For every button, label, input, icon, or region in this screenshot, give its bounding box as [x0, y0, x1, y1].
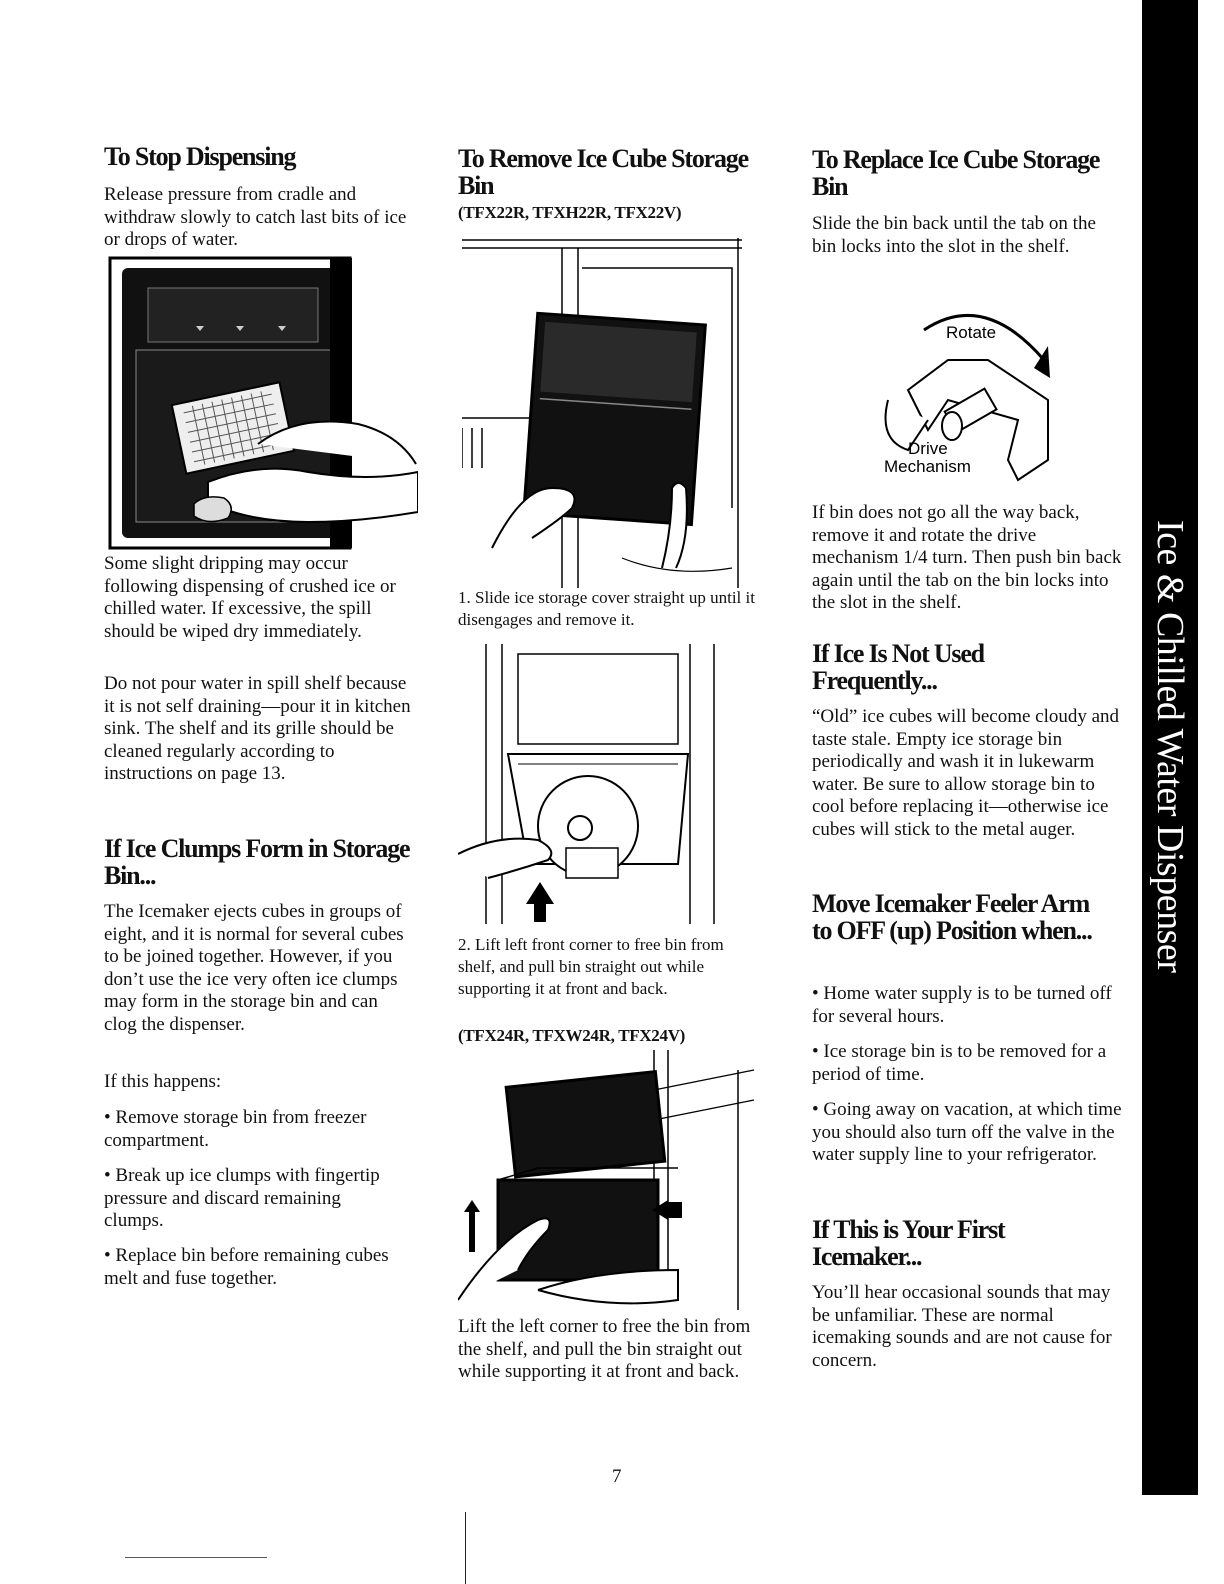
sidebar-band	[1142, 0, 1198, 1495]
dispenser-illustration	[108, 256, 418, 550]
first-icemaker-heading: If This is Your First Icemaker...	[812, 1215, 1006, 1271]
step-1-text: 1. Slide ice storage cover straight up u…	[458, 588, 755, 629]
models-b-label: (TFX24R, TFXW24R, TFX24V)	[458, 1026, 686, 1045]
bullet-water-supply: • Home water supply is to be turned off …	[812, 983, 1112, 1027]
rotate-label: Rotate	[946, 323, 996, 342]
sidebar-label: Ice & Chilled Water Dispenser	[1149, 520, 1191, 973]
bullet-remove-bin: • Remove storage bin from freezer compar…	[104, 1107, 367, 1151]
not-used-heading: If Ice Is Not Used Frequently...	[812, 639, 985, 695]
replace-bin-heading: To Replace Ice Cube Storage Bin	[812, 145, 1100, 201]
lift-corner-illustration	[458, 1050, 755, 1310]
if-bin-text: If bin does not go all the way back, rem…	[812, 502, 1122, 613]
spill-shelf-text: Do not pour water in spill shelf because…	[104, 673, 411, 784]
slide-cover-illustration	[462, 238, 742, 588]
dripping-text: Some slight dripping may occur following…	[104, 553, 396, 642]
not-used-text: “Old” ice cubes will become cloudy and t…	[812, 706, 1120, 840]
ice-clumps-text: The Icemaker ejects cubes in groups of e…	[104, 901, 404, 1035]
footer-rule	[125, 1557, 267, 1558]
first-icemaker-text: You’ll hear occasional sounds that may b…	[812, 1282, 1112, 1371]
if-this-happens-text: If this happens:	[104, 1071, 222, 1092]
remove-bin-heading: To Remove Ice Cube Storage Bin	[458, 144, 749, 200]
ice-clumps-heading: If Ice Clumps Form in Storage Bin...	[104, 834, 411, 890]
feeler-arm-heading: Move Icemaker Feeler Arm to OFF (up) Pos…	[812, 889, 1093, 945]
lift-corner-text: Lift the left corner to free the bin fro…	[458, 1316, 751, 1382]
drive-mechanism-illustration: Rotate Drive Mechanism	[884, 314, 1050, 482]
bullet-replace-bin: • Replace bin before remaining cubes mel…	[104, 1245, 389, 1289]
models-a-label: (TFX22R, TFXH22R, TFX22V)	[458, 203, 682, 222]
drive-label: Drive	[908, 439, 948, 458]
replace-bin-text: Slide the bin back until the tab on the …	[812, 213, 1096, 257]
bullet-break-clumps: • Break up ice clumps with fingertip pre…	[104, 1165, 380, 1231]
step-2-text: 2. Lift left front corner to free bin fr…	[458, 935, 724, 998]
bullet-bin-removed: • Ice storage bin is to be removed for a…	[812, 1041, 1107, 1085]
lift-bin-illustration	[458, 644, 715, 924]
mechanism-label: Mechanism	[884, 457, 971, 476]
stop-dispensing-heading: To Stop Dispensing	[104, 142, 297, 171]
bullet-vacation: • Going away on vacation, at which time …	[812, 1099, 1122, 1165]
footer-vertical-rule	[465, 1512, 466, 1584]
stop-dispensing-text: Release pressure from cradle and withdra…	[104, 184, 407, 250]
page-number: 7	[612, 1466, 622, 1487]
